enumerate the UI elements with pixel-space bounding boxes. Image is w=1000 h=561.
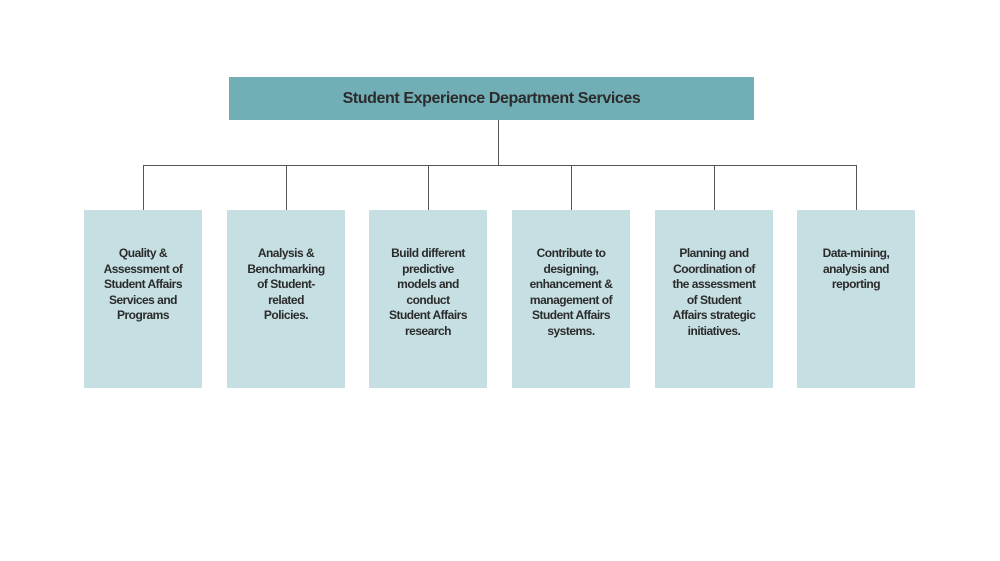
service-node-policy-benchmarking: Analysis & Benchmarking of Student- rela… (227, 210, 345, 388)
connector-drop (571, 165, 572, 210)
service-node-predictive-models: Build different predictive models and co… (369, 210, 487, 388)
service-label: Data-mining, analysis and reporting (822, 246, 890, 291)
connector-drop (428, 165, 429, 210)
connector-trunk (498, 120, 499, 165)
service-label: Quality & Assessment of Student Affairs … (103, 246, 183, 322)
connector-drop (143, 165, 144, 210)
connector-drop (856, 165, 857, 210)
root-node: Student Experience Department Services (229, 77, 754, 120)
service-label: Build different predictive models and co… (388, 246, 468, 338)
connector-drop (714, 165, 715, 210)
root-node-title: Student Experience Department Services (342, 89, 641, 107)
connector-bus (143, 165, 857, 166)
connector-drop (286, 165, 287, 210)
service-label: Planning and Coordination of the assessm… (672, 246, 756, 338)
service-node-systems: Contribute to designing, enhancement & m… (512, 210, 630, 388)
service-node-data-mining: Data-mining, analysis and reporting (797, 210, 915, 388)
service-label: Analysis & Benchmarking of Student- rela… (247, 246, 325, 322)
service-node-strategic-planning: Planning and Coordination of the assessm… (655, 210, 773, 388)
service-node-quality-assessment: Quality & Assessment of Student Affairs … (84, 210, 202, 388)
service-label: Contribute to designing, enhancement & m… (529, 246, 613, 338)
